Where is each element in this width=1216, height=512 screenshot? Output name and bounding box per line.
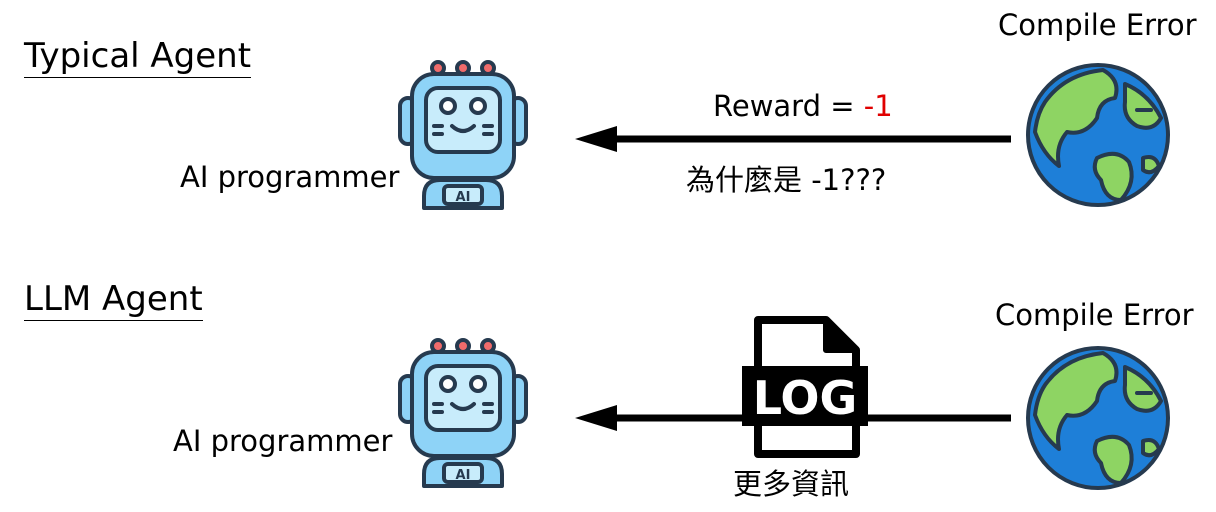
llm-agent-label: AI programmer — [173, 424, 393, 458]
typical-env-label: Compile Error — [998, 8, 1197, 42]
feedback-arrow — [575, 126, 1011, 152]
heading-underline — [24, 76, 252, 78]
robot-icon: AI — [398, 338, 528, 488]
typical-agent-heading-text: Typical Agent — [24, 36, 252, 76]
more-info-text: 更多資訊 — [733, 467, 850, 501]
reward-value: -1 — [863, 89, 893, 123]
robot-badge: AI — [456, 468, 471, 483]
reward-prefix: Reward = — [713, 89, 864, 123]
log-file-icon: LOG — [742, 316, 868, 458]
llm-agent-heading: LLM Agent — [24, 279, 203, 321]
llm-agent-heading-text: LLM Agent — [24, 279, 203, 319]
llm-env-label: Compile Error — [995, 298, 1194, 332]
globe-icon — [1026, 63, 1170, 207]
robot-icon: AI — [398, 60, 528, 210]
robot-badge: AI — [456, 190, 471, 205]
globe-icon — [1026, 346, 1170, 490]
question-text: 為什麼是 -1??? — [686, 163, 887, 197]
typical-agent-label: AI programmer — [180, 160, 400, 194]
reward-text: Reward = -1 — [713, 89, 893, 123]
log-label: LOG — [753, 371, 858, 425]
heading-underline — [24, 319, 203, 321]
typical-agent-heading: Typical Agent — [24, 36, 252, 78]
